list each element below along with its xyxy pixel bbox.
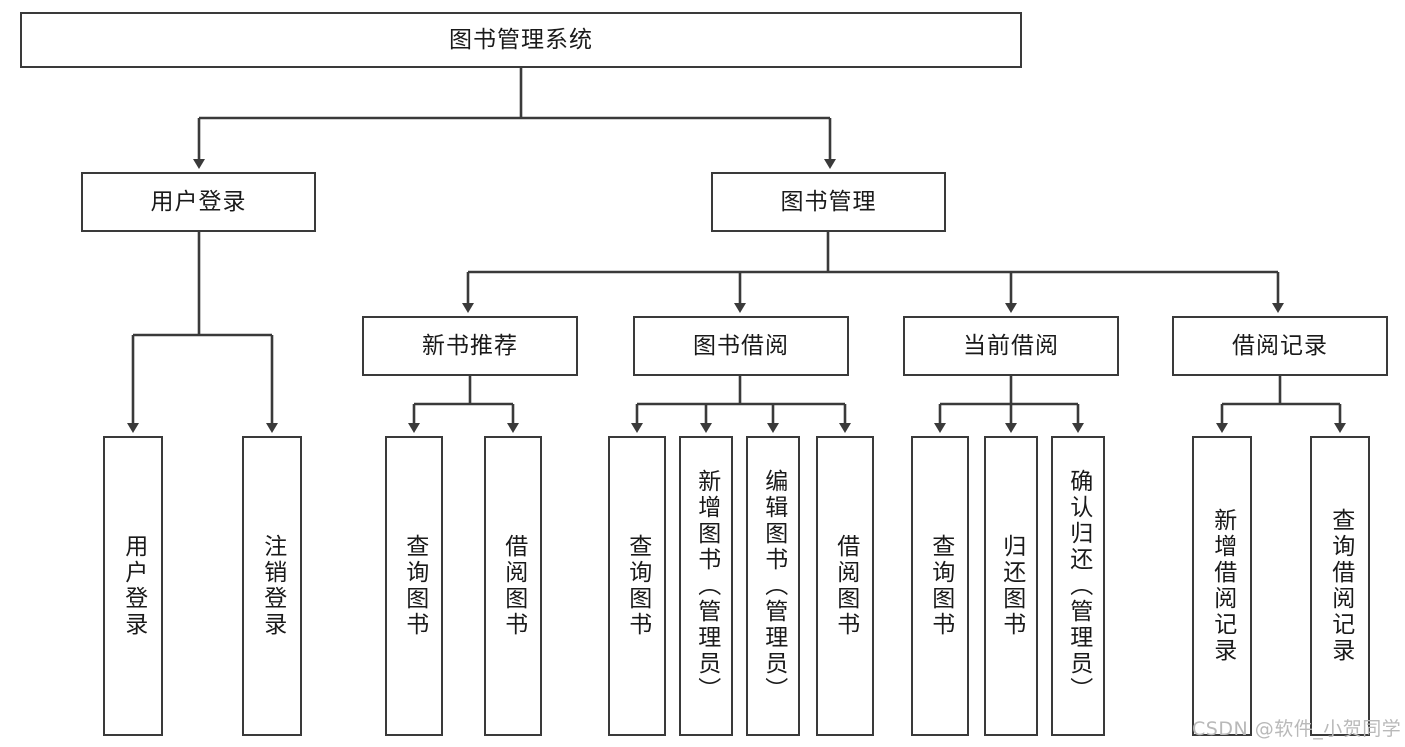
node-book-management[interactable]: 图书管理 (711, 172, 946, 232)
leaf-query-book-borrow[interactable]: 查询图书 (608, 436, 666, 736)
leaf-borrow-book-newbook[interactable]: 借阅图书 (484, 436, 542, 736)
leaf-user-login[interactable]: 用户登录 (103, 436, 163, 736)
leaf-query-book-newbook[interactable]: 查询图书 (385, 436, 443, 736)
leaf-logout-login[interactable]: 注销登录 (242, 436, 302, 736)
leaf-query-book-current-label: 查询图书 (927, 534, 954, 638)
leaf-logout-login-label: 注销登录 (259, 534, 286, 638)
leaf-query-borrow-record[interactable]: 查询借阅记录 (1310, 436, 1370, 736)
leaf-add-book-admin-label: 新增图书（管理员） (693, 469, 720, 703)
node-borrow-record-label: 借阅记录 (1232, 332, 1328, 359)
node-current-borrow[interactable]: 当前借阅 (903, 316, 1119, 376)
node-user-login[interactable]: 用户登录 (81, 172, 316, 232)
leaf-query-book-borrow-label: 查询图书 (624, 534, 651, 638)
leaf-edit-book-admin-label: 编辑图书（管理员） (760, 469, 787, 703)
leaf-user-login-label: 用户登录 (120, 534, 147, 638)
leaf-borrow-book-label: 借阅图书 (832, 534, 859, 638)
leaf-borrow-book[interactable]: 借阅图书 (816, 436, 874, 736)
node-book-borrow-label: 图书借阅 (693, 332, 789, 359)
leaf-borrow-book-newbook-label: 借阅图书 (500, 534, 527, 638)
node-new-book-recommend-label: 新书推荐 (422, 332, 518, 359)
leaf-add-borrow-record[interactable]: 新增借阅记录 (1192, 436, 1252, 736)
node-root-label: 图书管理系统 (449, 26, 593, 53)
leaf-return-book-label: 归还图书 (998, 534, 1025, 638)
leaf-query-book-current[interactable]: 查询图书 (911, 436, 969, 736)
leaf-confirm-return-admin-label: 确认归还（管理员） (1065, 469, 1092, 703)
node-root[interactable]: 图书管理系统 (20, 12, 1022, 68)
node-book-borrow[interactable]: 图书借阅 (633, 316, 849, 376)
node-borrow-record[interactable]: 借阅记录 (1172, 316, 1388, 376)
leaf-query-borrow-record-label: 查询借阅记录 (1327, 508, 1354, 664)
node-new-book-recommend[interactable]: 新书推荐 (362, 316, 578, 376)
node-book-management-label: 图书管理 (780, 188, 877, 215)
leaf-return-book[interactable]: 归还图书 (984, 436, 1038, 736)
csdn-watermark: CSDN @软件_小贺同学 (1192, 718, 1402, 740)
leaf-query-book-newbook-label: 查询图书 (401, 534, 428, 638)
node-current-borrow-label: 当前借阅 (963, 332, 1059, 359)
leaf-confirm-return-admin[interactable]: 确认归还（管理员） (1051, 436, 1105, 736)
node-user-login-label: 用户登录 (150, 188, 247, 215)
leaf-edit-book-admin[interactable]: 编辑图书（管理员） (746, 436, 800, 736)
leaf-add-borrow-record-label: 新增借阅记录 (1209, 508, 1236, 664)
leaf-add-book-admin[interactable]: 新增图书（管理员） (679, 436, 733, 736)
